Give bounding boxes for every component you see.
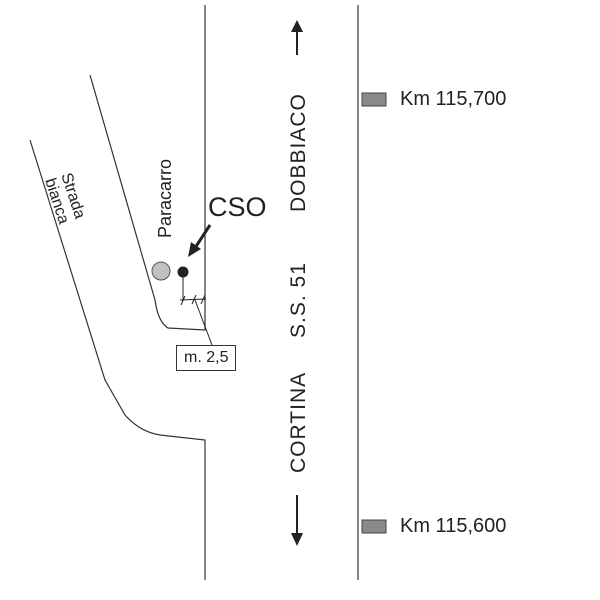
south-destination-label: CORTINA [287,371,310,473]
distance-label: m. 2,5 [176,345,237,371]
cso-point-icon [177,266,189,278]
bollard-icon [151,261,171,281]
arrow-south-icon [291,495,303,546]
arrow-north-icon [291,20,303,55]
cso-arrow-icon [188,224,212,257]
dimension-line [179,298,207,301]
bollard-label: Paracarro [155,158,175,238]
km-label-115700: Km 115,700 [400,88,507,110]
km-label-115600: Km 115,600 [400,515,507,537]
north-destination-label: DOBBIACO [287,93,310,212]
km-marker-115600 [361,519,387,534]
road-left-edge [89,5,206,331]
road-name-label: S.S. 51 [287,262,310,338]
cso-label: CSO [208,192,267,222]
km-marker-115700 [361,92,387,107]
side-road-outer-edge [29,139,206,580]
